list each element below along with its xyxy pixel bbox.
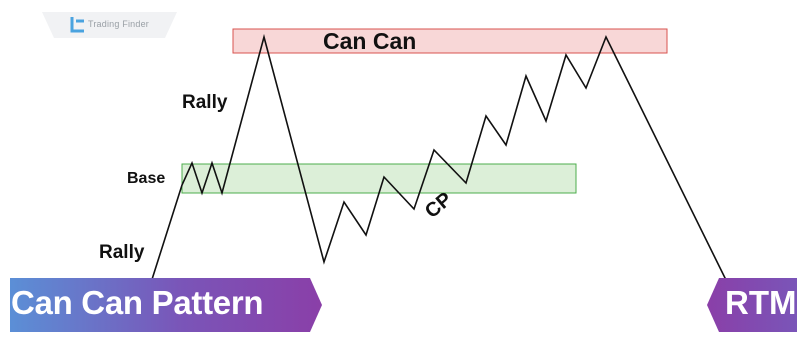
can-can-pattern-banner <box>10 278 322 332</box>
price-line <box>147 33 728 293</box>
rally-top-label: Rally <box>182 92 228 113</box>
brand-name: Trading Finder <box>88 19 149 29</box>
can-can-zone <box>232 28 668 54</box>
base-label: Base <box>127 170 166 187</box>
can-can-label: Can Can <box>323 28 417 54</box>
rtm-banner <box>707 278 797 332</box>
trading-finder-logo-icon <box>70 17 84 33</box>
rtm-label: RTM <box>725 284 797 321</box>
rally-bottom-label: Rally <box>99 242 145 263</box>
base-zone <box>181 163 577 194</box>
banner-title: Can Can Pattern <box>11 284 264 321</box>
